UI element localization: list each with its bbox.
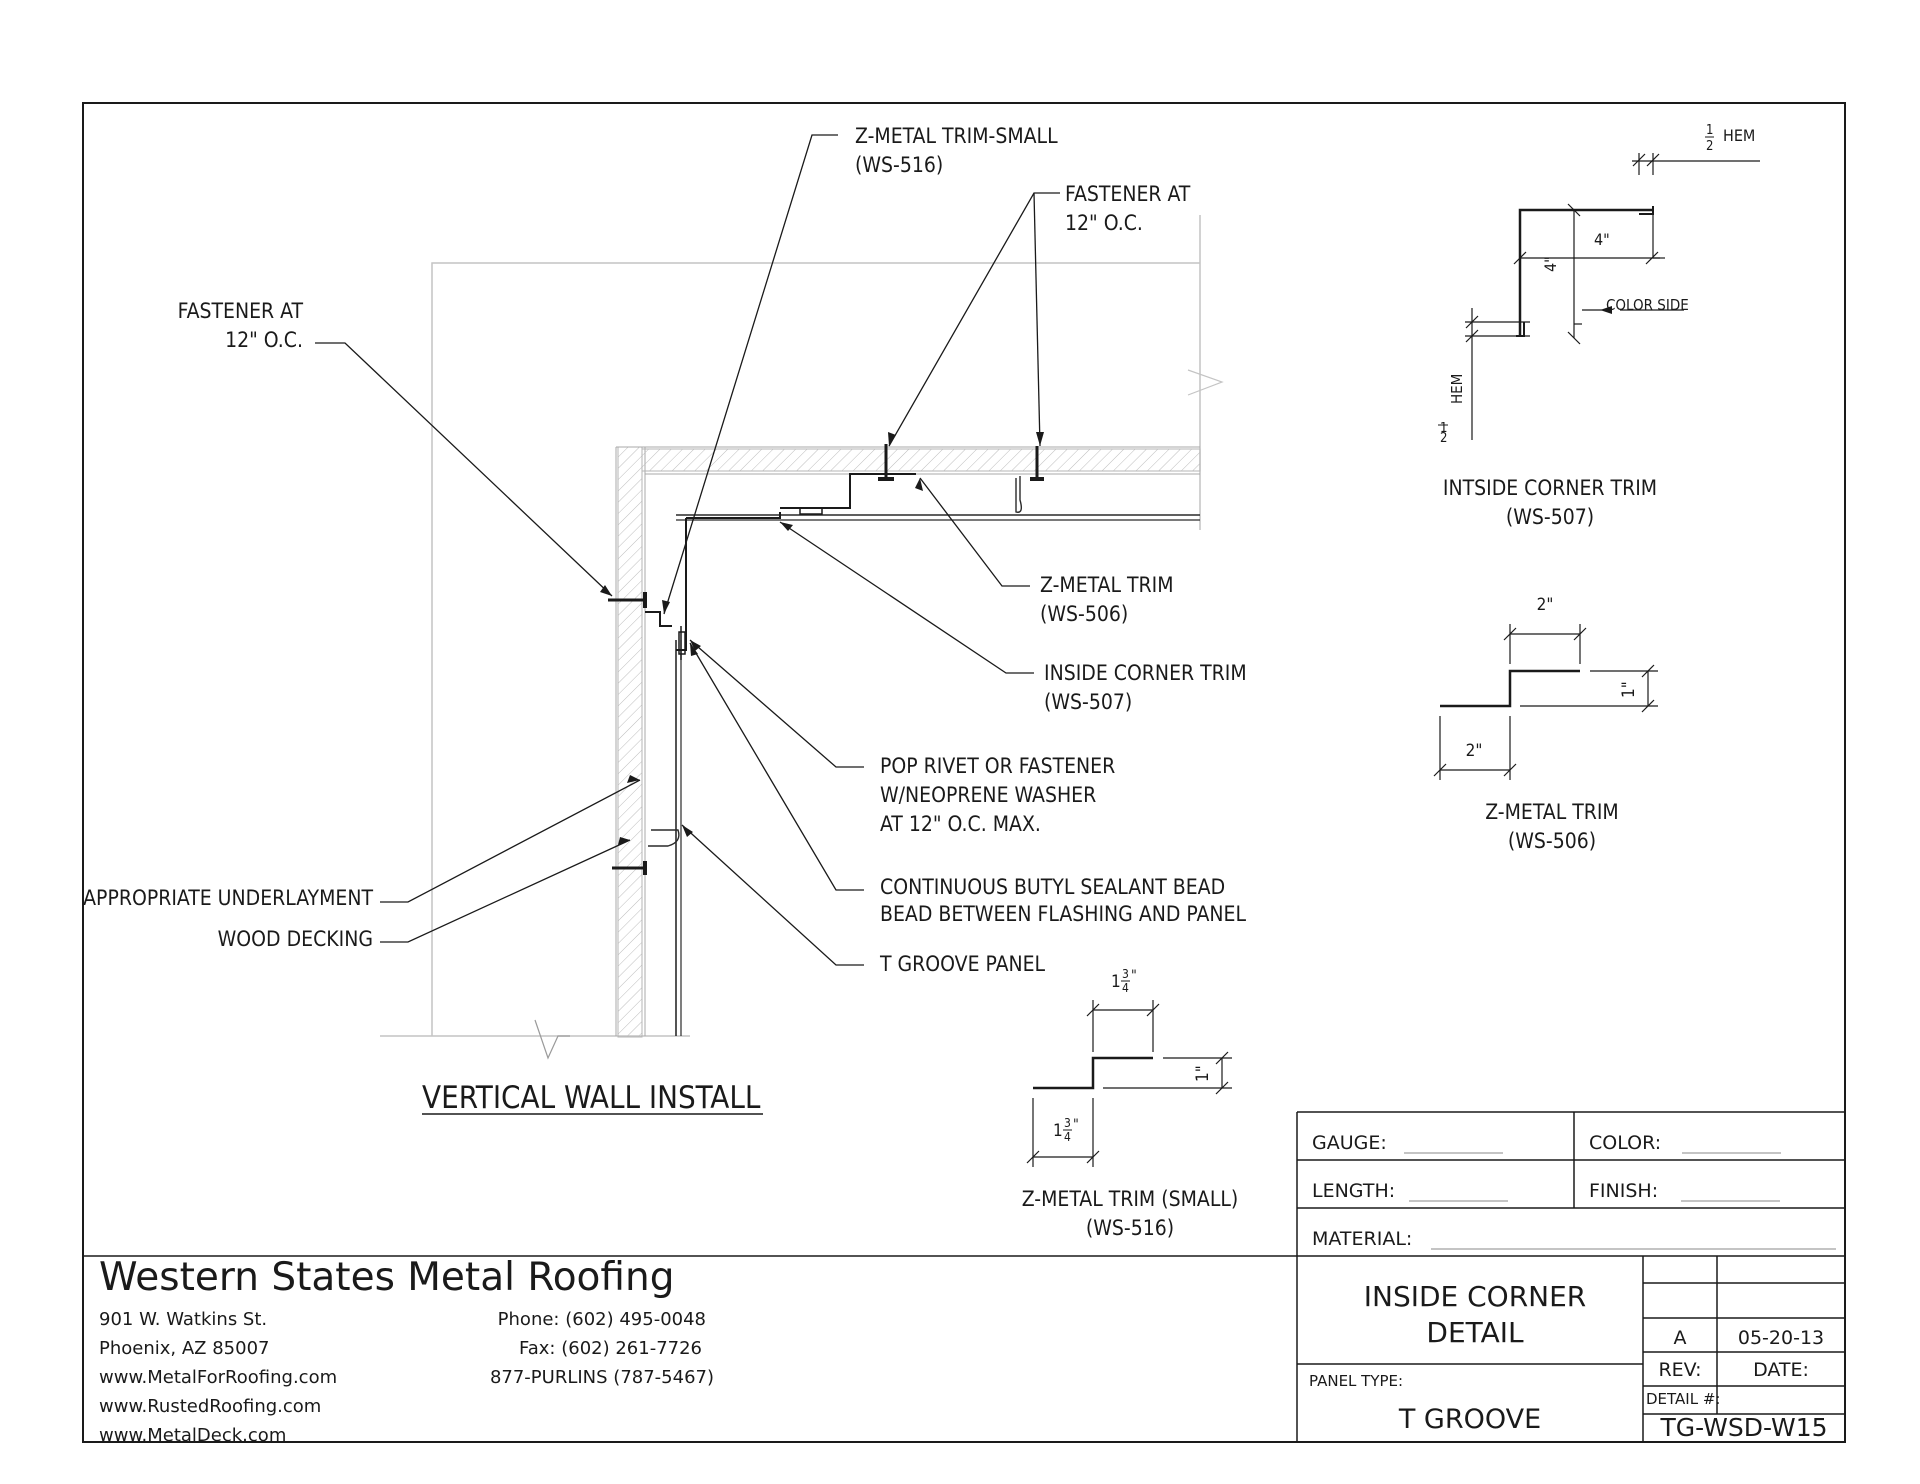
callout-t-groove: T GROOVE PANEL: [879, 952, 1046, 976]
revision-value: A: [1674, 1327, 1687, 1349]
detail-number-label: DETAIL #:: [1646, 1390, 1720, 1408]
callout-wood-decking: WOOD DECKING: [218, 927, 373, 951]
z-metal-trim-detail: 2" 2" 1" Z-METAL TRIM (WS-506): [1433, 595, 1658, 853]
date-value: 05-20-13: [1738, 1327, 1824, 1349]
fraction-three-quarter: 4: [1064, 1130, 1071, 1144]
spec-color-label: COLOR:: [1589, 1132, 1661, 1154]
callout-pop-rivet-washer: W/NEOPRENE WASHER: [880, 783, 1096, 807]
z-metal-trim-small-detail: 1 3 4 " 1 3 4 " 1" Z-METAL TRIM (SMALL) …: [1022, 967, 1239, 1240]
label-color-side: COLOR SIDE: [1606, 296, 1689, 314]
callout-fastener-top: FASTENER AT: [1065, 182, 1191, 206]
fraction-half-top: 2: [1706, 139, 1713, 154]
spec-material-label: MATERIAL:: [1312, 1228, 1412, 1250]
detail-code-z-metal: (WS-506): [1508, 829, 1596, 853]
detail-title-inside-corner: INTSIDE CORNER TRIM: [1443, 476, 1657, 500]
dim-hem-side: HEM: [1448, 374, 1466, 404]
sheet-border: [82, 102, 1846, 1443]
callout-inside-trim-code: (WS-507): [1044, 690, 1132, 714]
screw-icon: [878, 444, 894, 481]
dim-four-vertical: 4": [1541, 256, 1560, 272]
company-address-street: 901 W. Watkins St.: [99, 1309, 267, 1330]
panel-type-label: PANEL TYPE:: [1309, 1372, 1403, 1390]
inside-corner-trim-detail: HEM 4" 4" COLOR SIDE HEM INTSIDE CORNER …: [1438, 123, 1760, 529]
wall-detail: FASTENER AT 12" O.C. Z-METAL TRIM-SMALL …: [83, 124, 1247, 1116]
callout-fastener-top-spacing: 12" O.C.: [1065, 211, 1143, 235]
detail-title-z-small: Z-METAL TRIM (SMALL): [1022, 1187, 1239, 1211]
fraction-half-top: 1: [1706, 123, 1713, 138]
title-block: INSIDE CORNER DETAIL PANEL TYPE: T GROOV…: [1297, 1256, 1845, 1442]
company-fax: Fax: (602) 261-7726: [519, 1338, 702, 1359]
callout-fastener-left: FASTENER AT: [178, 299, 304, 323]
company-name: Western States Metal Roofing: [99, 1255, 674, 1300]
dim-z-small-rise: 1": [1193, 1065, 1213, 1082]
company-website-metaldeck: www.MetalDeck.com: [99, 1425, 286, 1446]
fraction-half-side: 1: [1440, 421, 1447, 436]
date-label: DATE:: [1753, 1359, 1809, 1381]
inch-mark: ": [1131, 968, 1137, 984]
callout-z-small-code: (WS-516): [855, 153, 943, 177]
spec-length-label: LENGTH:: [1312, 1180, 1395, 1202]
dim-z-rise: 1": [1619, 681, 1639, 698]
fraction-three-quarter: 3: [1064, 1116, 1071, 1130]
company-toll-free: 877-PURLINS (787-5467): [490, 1367, 714, 1388]
dim-hem-top: HEM: [1723, 126, 1755, 145]
detail-number-value: TG-WSD-W15: [1659, 1413, 1827, 1442]
callout-pop-rivet: POP RIVET OR FASTENER: [880, 754, 1115, 778]
callout-z-small: Z-METAL TRIM-SMALL: [855, 124, 1058, 148]
rivet-icon: [678, 626, 686, 660]
company-phone: Phone: (602) 495-0048: [498, 1309, 706, 1330]
company-block: Western States Metal Roofing 901 W. Watk…: [99, 1255, 714, 1446]
callout-fastener-left-spacing: 12" O.C.: [225, 328, 303, 352]
screw-icon: [612, 861, 647, 875]
inch-mark: ": [1073, 1117, 1079, 1133]
detail-code-z-small: (WS-516): [1086, 1216, 1174, 1240]
fraction-three-quarter: 4: [1122, 981, 1129, 995]
dim-z-bottom: 2": [1466, 741, 1483, 761]
spec-finish-label: FINISH:: [1589, 1180, 1658, 1202]
detail-code-inside-corner: (WS-507): [1506, 505, 1594, 529]
callout-z-trim-code: (WS-506): [1040, 602, 1128, 626]
detail-title-z-metal: Z-METAL TRIM: [1485, 800, 1619, 824]
dim-z-small-bottom: 1: [1053, 1121, 1063, 1141]
dim-four-horizontal: 4": [1594, 230, 1610, 249]
fraction-three-quarter: 3: [1122, 967, 1129, 981]
screw-icon: [1030, 446, 1044, 481]
spec-gauge-label: GAUGE:: [1312, 1132, 1387, 1154]
company-website-metalforroofing: www.MetalForRoofing.com: [99, 1367, 337, 1388]
callout-z-trim: Z-METAL TRIM: [1040, 573, 1174, 597]
spec-box: GAUGE: COLOR: LENGTH: FINISH: MATERIAL:: [83, 1111, 1845, 1442]
company-website-rustedroofing: www.RustedRoofing.com: [99, 1396, 321, 1417]
fraction-half-side: 2: [1440, 431, 1447, 446]
callout-pop-rivet-spacing: AT 12" O.C. MAX.: [880, 812, 1041, 836]
company-address-city: Phoenix, AZ 85007: [99, 1338, 269, 1359]
revision-label: REV:: [1658, 1359, 1701, 1381]
drawing-title-line-1: INSIDE CORNER: [1364, 1280, 1587, 1313]
drawing-title-line-2: DETAIL: [1426, 1316, 1524, 1349]
callout-butyl: CONTINUOUS BUTYL SEALANT BEAD: [880, 875, 1225, 899]
callout-inside-trim: INSIDE CORNER TRIM: [1044, 661, 1247, 685]
screw-icon: [608, 592, 647, 608]
callout-underlayment: APPROPRIATE UNDERLAYMENT: [83, 886, 373, 910]
rivet-icon: [799, 507, 823, 515]
panel-type-value: T GROOVE: [1398, 1404, 1541, 1435]
callout-butyl-bead: BEAD BETWEEN FLASHING AND PANEL: [880, 902, 1246, 926]
dim-z-top: 2": [1537, 595, 1554, 615]
dim-z-small-top: 1: [1111, 972, 1121, 992]
view-title: VERTICAL WALL INSTALL: [422, 1080, 761, 1116]
